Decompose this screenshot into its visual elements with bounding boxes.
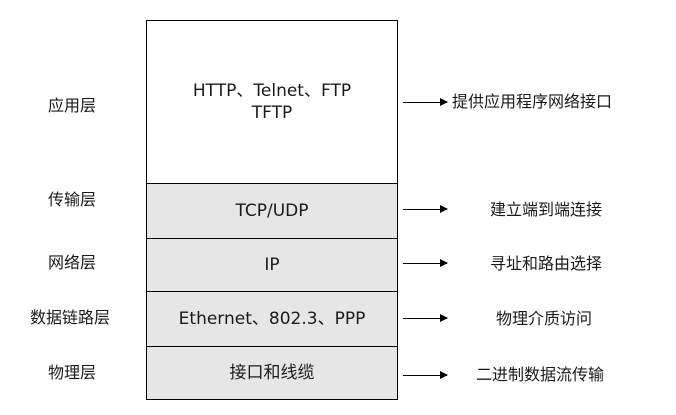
arrow-application [403,98,448,106]
protocol-text-network: IP [264,255,280,275]
protocol-text-datalink: Ethernet、802.3、PPP [178,309,366,329]
function-text-transport: 建立端到端连接 [490,200,603,219]
layer-name-network: 网络层 [47,253,96,272]
layer-name-transport: 传输层 [47,190,96,209]
protocol-text-transport: TCP/UDP [235,201,309,221]
function-text-physical: 二进制数据流传输 [476,365,605,384]
arrow-network [403,259,448,267]
function-text-datalink: 物理介质访问 [496,309,593,328]
layer-box-physical: 接口和线缆 [147,346,397,399]
layer-name-datalink: 数据链路层 [29,308,110,327]
arrow-datalink [403,314,448,322]
arrow-physical [403,371,448,379]
layer-box-datalink: Ethernet、802.3、PPP [147,291,397,346]
protocol-text-application-line1: HTTP、Telnet、FTP [192,81,352,101]
arrow-transport [403,205,448,213]
layer-name-physical: 物理层 [47,363,96,382]
protocol-text-application-line2: TFTP [251,103,293,123]
protocol-stack: HTTP、Telnet、FTP TFTP TCP/UDP IP Ethernet… [146,20,398,400]
layer-box-application: HTTP、Telnet、FTP TFTP [147,21,397,183]
function-text-application: 提供应用程序网络接口 [452,92,613,111]
layer-name-application: 应用层 [47,96,96,115]
layer-box-network: IP [147,238,397,291]
protocol-text-physical: 接口和线缆 [229,363,315,383]
function-text-network: 寻址和路由选择 [490,254,603,273]
layer-box-transport: TCP/UDP [147,183,397,238]
